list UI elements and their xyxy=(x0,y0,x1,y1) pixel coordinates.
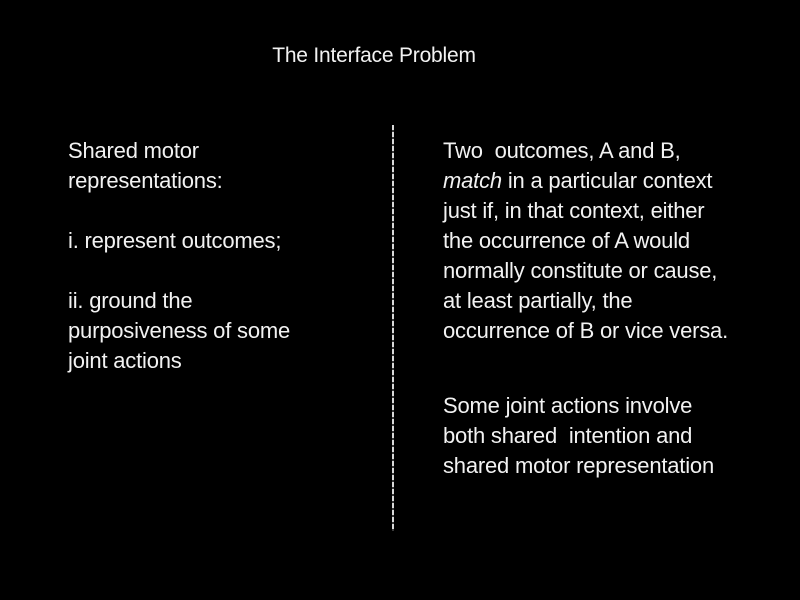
italic-word-match: match xyxy=(443,168,502,193)
text-line: at least partially, the xyxy=(443,288,633,313)
text-line: i. represent outcomes; xyxy=(68,228,282,253)
left-item-i: i. represent outcomes; xyxy=(68,226,383,256)
text-line: Shared motor xyxy=(68,138,199,163)
text-line: match in a particular context xyxy=(443,166,783,196)
left-column: Shared motor representations: i. represe… xyxy=(68,136,383,406)
text-line: normally constitute or cause, xyxy=(443,258,718,283)
left-heading: Shared motor representations: xyxy=(68,136,383,196)
text-line: shared motor representation xyxy=(443,453,714,478)
text-line: representations: xyxy=(68,168,223,193)
right-para-match-definition: Two outcomes, A and B, match in a partic… xyxy=(443,136,783,346)
text-line: both shared intention and xyxy=(443,423,693,448)
divider-line xyxy=(392,125,394,531)
right-para-joint-actions: Some joint actions involve both shared i… xyxy=(443,391,783,481)
right-column: Two outcomes, A and B, match in a partic… xyxy=(443,136,783,511)
slide-title: The Interface Problem xyxy=(0,41,748,71)
text-line: joint actions xyxy=(68,348,182,373)
text-line-rest: in a particular context xyxy=(501,168,713,193)
text-line: the occurrence of A would xyxy=(443,228,690,253)
text-line: purposiveness of some xyxy=(68,318,291,343)
slide-title-text: The Interface Problem xyxy=(272,44,476,67)
left-item-ii: ii. ground the purposiveness of some joi… xyxy=(68,286,383,376)
text-line: Two outcomes, A and B, xyxy=(443,138,681,163)
text-line: ii. ground the xyxy=(68,288,193,313)
text-line: just if, in that context, either xyxy=(443,198,705,223)
text-line: Some joint actions involve xyxy=(443,393,693,418)
text-line: occurrence of B or vice versa. xyxy=(443,318,729,343)
